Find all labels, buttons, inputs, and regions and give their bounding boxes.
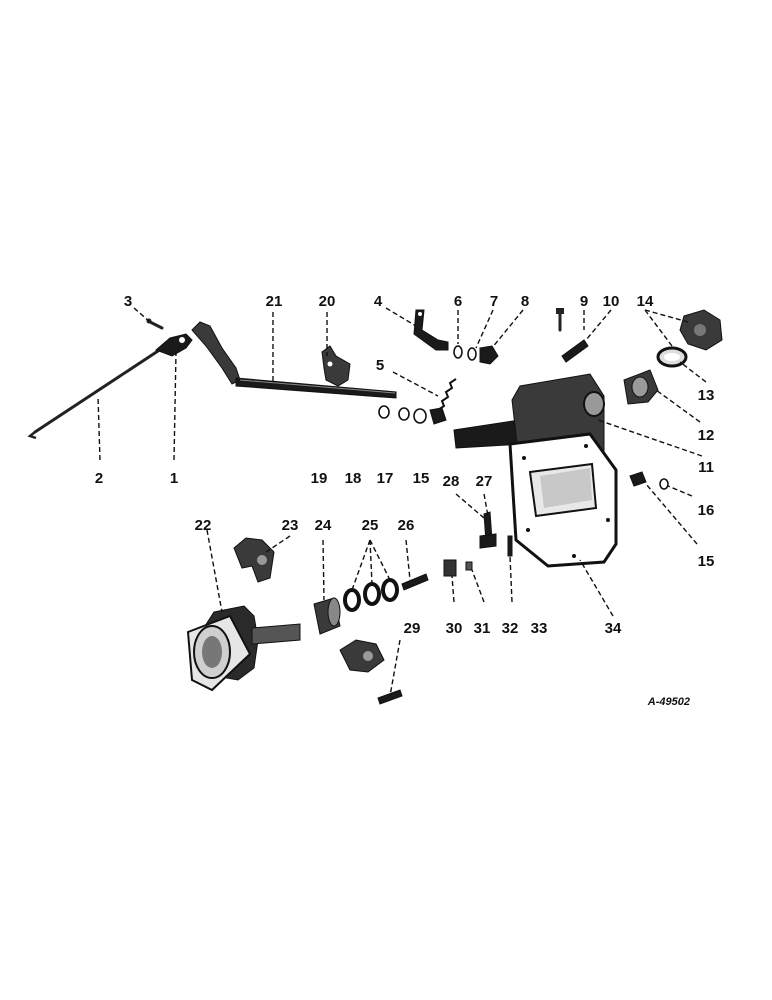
drawing-code: A-49502 [647,696,690,708]
callout-11: 11 [698,459,714,476]
part-10-stud [561,339,589,363]
callout-9: 9 [580,293,588,310]
part-24-bushing [313,597,341,635]
callout-14: 14 [637,293,654,310]
part-7-washer [467,347,477,361]
callout-5: 5 [376,357,384,374]
callout-8: 8 [521,293,529,310]
callout-12: 12 [698,427,715,444]
part-6-washer [453,345,463,359]
part-15-bushing-a [429,407,447,425]
callout-32: 32 [502,620,519,637]
callout-29: 29 [404,620,421,637]
part-20-bracket [321,345,351,387]
callout-24: 24 [315,517,332,534]
callout-33: 33 [531,620,548,637]
part-25-ring-c [381,578,399,602]
part-19-washer [378,405,390,419]
callout-25: 25 [362,517,379,534]
part-34-housing [453,373,618,568]
callout-16: 16 [698,502,715,519]
part-15-bushing-b [629,471,647,487]
part-31-spring [465,561,473,571]
callout-22: 22 [195,517,212,534]
callout-6: 6 [454,293,462,310]
part-30-plunger [443,559,457,577]
part-23-fork [233,537,275,583]
callout-13: 13 [698,387,715,404]
part-14-cap [679,309,723,351]
callout-34: 34 [605,620,622,637]
callout-20: 20 [319,293,336,310]
callout-18: 18 [345,470,362,487]
part-33-pin [507,535,513,557]
part-13-ring [656,346,688,368]
callout-23: 23 [282,517,299,534]
callout-2: 2 [95,470,103,487]
part-25-ring-b [363,582,381,606]
callout-26: 26 [398,517,415,534]
callout-31: 31 [474,620,491,637]
part-3-pin [146,318,164,330]
callout-1: 1 [170,470,178,487]
part-2-control-rod [27,349,160,440]
part-21-lever-shaft [191,321,397,399]
callout-19: 19 [311,470,328,487]
part-12-collar [623,369,659,405]
part-1-yoke [155,333,193,357]
callout-4: 4 [374,293,383,310]
callout-17: 17 [377,470,394,487]
part-29-fork-pin [339,639,403,705]
callout-10: 10 [603,293,620,310]
part-18-washer [398,407,410,421]
part-17-washer [413,408,427,424]
part-8-nut [479,345,499,365]
callout-labels: 1 2 3 4 5 6 7 8 9 10 11 12 13 14 15 15 1… [95,293,715,637]
part-26-pin [401,573,429,591]
part-4-crank [413,309,449,351]
callout-15a: 15 [413,470,430,487]
callout-28: 28 [443,473,460,490]
callout-15b: 15 [698,553,715,570]
part-9-bolt [556,308,564,332]
part-5-spring [437,378,457,411]
callout-7: 7 [490,293,498,310]
part-22-gear-sleeve [186,605,301,692]
callout-27: 27 [476,473,493,490]
callout-21: 21 [266,293,283,310]
leader-lines [97,307,707,697]
part-16-washer [659,478,669,490]
callout-3: 3 [124,293,132,310]
part-25-ring-a [343,588,361,612]
callout-30: 30 [446,620,463,637]
